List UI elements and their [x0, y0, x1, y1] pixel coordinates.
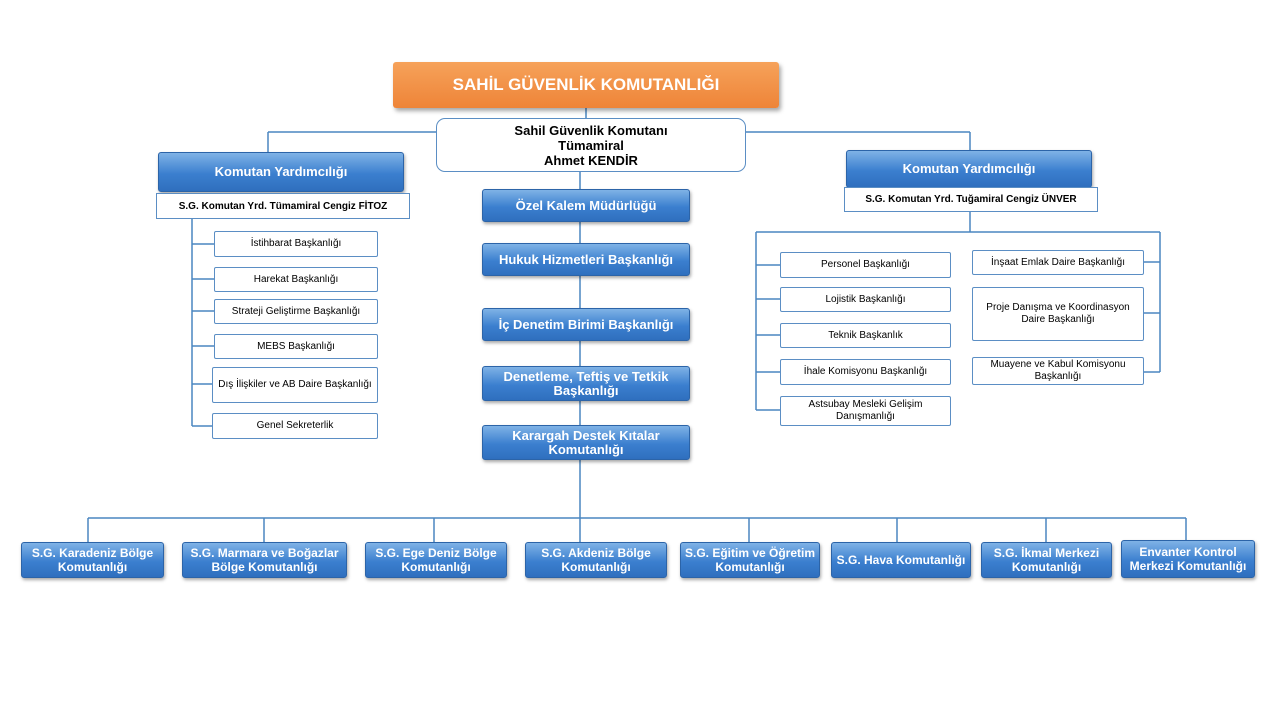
commander-title: Sahil Güvenlik Komutanı [514, 122, 668, 138]
right-unit-box: Proje Danışma ve Koordinasyon Daire Başk… [972, 287, 1144, 341]
right-deputy-box: Komutan Yardımcılığı [846, 150, 1092, 188]
left-unit-box: İstihbarat Başkanlığı [214, 231, 378, 257]
command-box: S.G. Eğitim ve Öğretim Komutanlığı [680, 542, 820, 578]
command-box: Envanter Kontrol Merkezi Komutanlığı [1121, 540, 1255, 578]
right-unit-box: İnşaat Emlak Daire Başkanlığı [972, 250, 1144, 275]
left-unit-box: Dış İlişkiler ve AB Daire Başkanlığı [212, 367, 378, 403]
org-title: SAHİL GÜVENLİK KOMUTANLIĞI [393, 62, 779, 108]
command-box: S.G. İkmal Merkezi Komutanlığı [981, 542, 1112, 578]
command-box: S.G. Karadeniz Bölge Komutanlığı [21, 542, 164, 578]
left-unit-box: Strateji Geliştirme Başkanlığı [214, 299, 378, 324]
command-box: S.G. Hava Komutanlığı [831, 542, 971, 578]
right-unit-box: Teknik Başkanlık [780, 323, 951, 348]
right-unit-box: Muayene ve Kabul Komisyonu Başkanlığı [972, 357, 1144, 385]
right-unit-box: İhale Komisyonu Başkanlığı [780, 359, 951, 385]
left-unit-box: MEBS Başkanlığı [214, 334, 378, 359]
left-unit-box: Genel Sekreterlik [212, 413, 378, 439]
right-unit-box: Personel Başkanlığı [780, 252, 951, 278]
commander-box: Sahil Güvenlik Komutanı Tümamiral Ahmet … [436, 118, 746, 172]
left-deputy-name: S.G. Komutan Yrd. Tümamiral Cengiz FİTOZ [156, 193, 410, 219]
left-deputy-title: Komutan Yardımcılığı [214, 164, 348, 179]
commander-name: Ahmet KENDİR [544, 152, 638, 168]
command-box: S.G. Ege Deniz Bölge Komutanlığı [365, 542, 507, 578]
left-unit-box: Harekat Başkanlığı [214, 267, 378, 292]
center-unit-box: Denetleme, Teftiş ve Tetkik Başkanlığı [482, 366, 690, 401]
command-box: S.G. Akdeniz Bölge Komutanlığı [525, 542, 667, 578]
command-box: S.G. Marmara ve Boğazlar Bölge Komutanlı… [182, 542, 347, 578]
commander-rank: Tümamiral [558, 137, 624, 153]
right-deputy-name: S.G. Komutan Yrd. Tuğamiral Cengiz ÜNVER [844, 187, 1098, 212]
right-unit-box: Lojistik Başkanlığı [780, 287, 951, 312]
right-unit-box: Astsubay Mesleki Gelişim Danışmanlığı [780, 396, 951, 426]
org-title-text: SAHİL GÜVENLİK KOMUTANLIĞI [452, 75, 720, 94]
center-unit-box: Özel Kalem Müdürlüğü [482, 189, 690, 222]
center-unit-box: Karargah Destek Kıtalar Komutanlığı [482, 425, 690, 460]
center-unit-box: İç Denetim Birimi Başkanlığı [482, 308, 690, 341]
right-deputy-title: Komutan Yardımcılığı [902, 161, 1036, 176]
center-unit-box: Hukuk Hizmetleri Başkanlığı [482, 243, 690, 276]
left-deputy-box: Komutan Yardımcılığı [158, 152, 404, 192]
